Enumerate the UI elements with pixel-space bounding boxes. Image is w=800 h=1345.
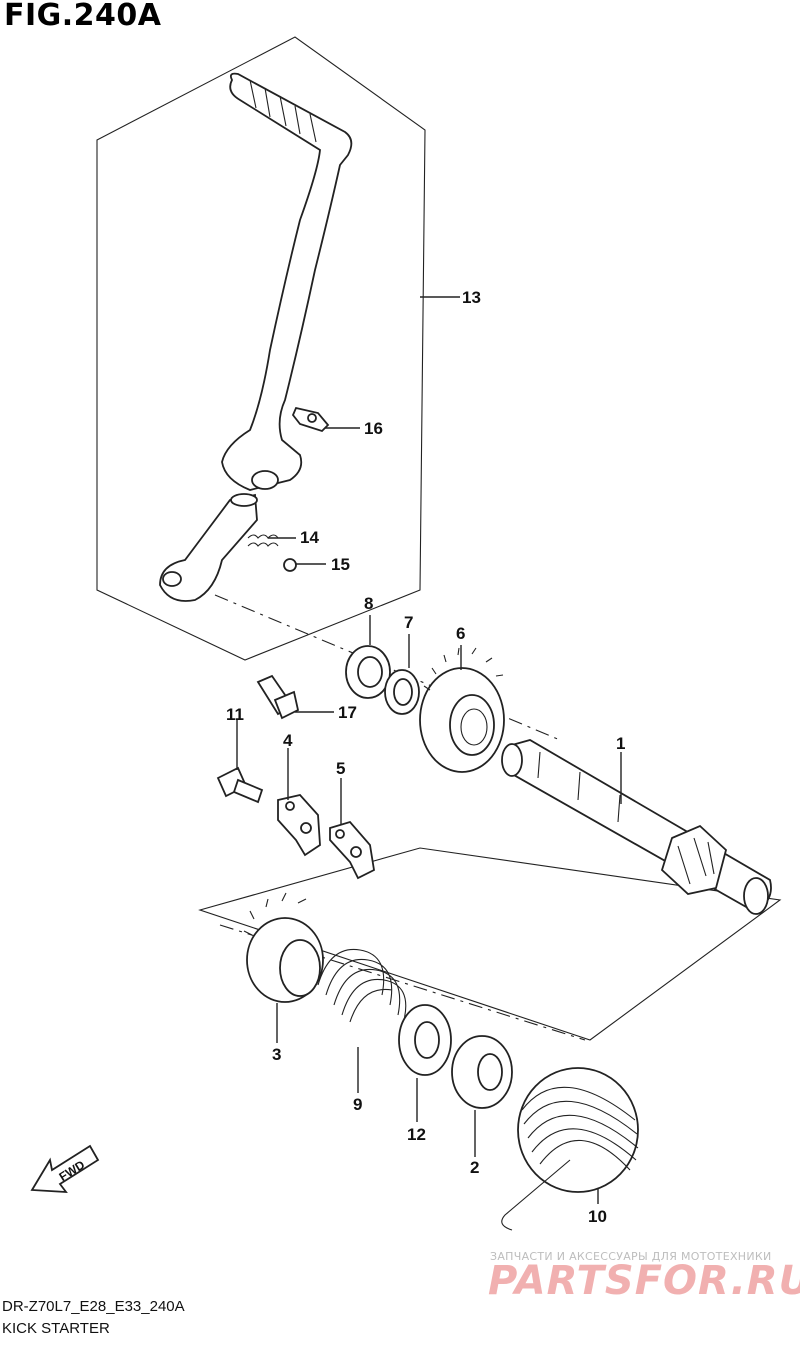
callout-12: 12	[407, 1125, 426, 1144]
washer-12	[398, 1004, 452, 1076]
callout-4: 4	[283, 731, 293, 750]
guide-plate-4	[277, 794, 321, 857]
callout-2: 2	[470, 1158, 479, 1177]
callout-9: 9	[353, 1095, 362, 1114]
leader-lines	[236, 296, 622, 1204]
return-spring	[501, 1067, 639, 1231]
spring-guide	[451, 1035, 513, 1109]
model-code: DR-Z70L7_E28_E33_240A	[2, 1298, 185, 1315]
callout-14: 14	[300, 528, 319, 547]
callout-5: 5	[336, 759, 345, 778]
kick-shaft	[501, 739, 772, 915]
lever-spring	[247, 534, 279, 547]
washer-7	[384, 669, 420, 715]
oil-seal	[345, 645, 391, 699]
guide-plate-5	[329, 820, 375, 880]
callout-13: 13	[462, 288, 481, 307]
callout-17: 17	[338, 703, 357, 722]
bolt-11	[216, 766, 264, 804]
watermark-brand: PARTSFOR.RU	[488, 1258, 800, 1304]
figure-title: FIG.240A	[4, 0, 162, 33]
callout-10: 10	[588, 1207, 607, 1226]
lever-ball	[283, 558, 297, 572]
watermark-subtitle: ЗАПЧАСТИ И АКСЕССУАРЫ ДЛЯ МОТОТЕХНИКИ	[490, 1250, 772, 1263]
lower-assembly-box	[198, 847, 782, 1041]
coil-spring-9	[317, 948, 407, 1023]
kick-lever	[159, 72, 353, 602]
callout-1: 1	[616, 734, 625, 753]
kick-gear	[419, 647, 505, 773]
callout-6: 6	[456, 624, 465, 643]
callout-15: 15	[331, 555, 350, 574]
fwd-arrow: FWD	[30, 1144, 100, 1194]
lever-clip	[291, 406, 330, 433]
section-name: KICK STARTER	[2, 1320, 110, 1337]
callout-3: 3	[272, 1045, 281, 1064]
kick-drive-gear	[243, 892, 324, 1003]
callout-7: 7	[404, 613, 413, 632]
callout-11: 11	[226, 705, 244, 724]
kick-lever-assembly-box	[96, 36, 426, 661]
callout-16: 16	[364, 419, 383, 438]
lever-bolt	[256, 674, 300, 720]
callout-8: 8	[364, 594, 373, 613]
